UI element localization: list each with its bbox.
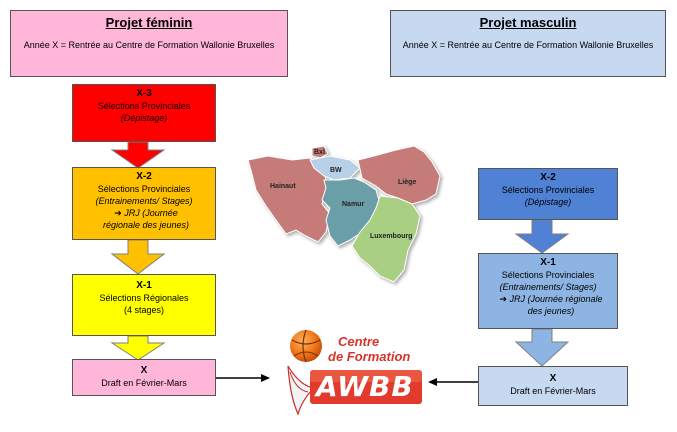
map-label-luxembourg: Luxembourg (370, 233, 412, 240)
step-line: Draft en Février-Mars (101, 378, 187, 388)
jrj-bullet: ➔ JRJ (Journée régionale des jeunes) (499, 294, 603, 316)
province-luxembourg (351, 195, 421, 283)
step-line-italic: (Dépistage) (524, 197, 572, 207)
logo-text-formation: de Formation (328, 349, 411, 364)
feminin-title: Projet féminin (105, 15, 193, 30)
masculin-step-x1: X-1 Sélections Provinciales (Entrainemen… (478, 253, 618, 329)
arrow-x3-to-x2 (110, 141, 166, 169)
province-hainaut (247, 155, 331, 243)
step-title: X (549, 373, 557, 384)
feminin-step-x3: X-3 Sélections Provinciales (Dépistage) (72, 84, 216, 142)
step-line: Sélections Régionales (99, 293, 189, 303)
map-label-bxl: Bxl (314, 149, 325, 156)
arrowhead-feminin (261, 374, 270, 382)
arrow-m-x1-to-x (514, 328, 570, 367)
masculin-intro: Année X = Rentrée au Centre de Formation… (402, 40, 654, 50)
masculin-title: Projet masculin (479, 15, 577, 30)
jrj-bullet: ➔ JRJ (Journée régionale des jeunes) (102, 208, 190, 230)
feminin-step-x: X Draft en Février-Mars (72, 359, 216, 396)
masculin-step-x: X Draft en Février-Mars (478, 366, 628, 406)
masculin-step-x2: X-2 Sélections Provinciales (Dépistage) (478, 168, 618, 220)
map-label-namur: Namur (342, 201, 364, 208)
step-title: X-3 (136, 88, 152, 99)
logo-text-awbb: AWBB (316, 370, 414, 403)
province-bw (309, 155, 361, 181)
step-line: Sélections Provinciales (501, 270, 595, 280)
map-label-liege: Liège (398, 179, 416, 186)
logo-text-centre: Centre (338, 334, 380, 349)
step-line: Sélections Provinciales (97, 184, 191, 194)
basketball-icon (287, 329, 422, 416)
step-title: X-2 (136, 171, 152, 182)
step-line: Sélections Provinciales (501, 185, 595, 195)
arrow-x1-to-x (110, 335, 166, 361)
province-liege (357, 145, 441, 205)
step-title: X-2 (540, 172, 556, 183)
arrow-m-x2-to-x1 (514, 219, 570, 254)
step-title: X (140, 365, 148, 376)
step-line-italic: (Entrainements/ Stages) (499, 282, 597, 292)
step-line: Draft en Février-Mars (510, 386, 596, 396)
step-line: (4 stages) (123, 305, 165, 315)
step-line: Sélections Provinciales (97, 101, 191, 111)
map-label-bw: BW (330, 167, 342, 174)
arrow-x2-to-x1 (110, 239, 166, 275)
map-label-hainaut: Hainaut (270, 183, 296, 190)
step-title: X-1 (540, 257, 556, 268)
feminin-step-x1: X-1 Sélections Régionales (4 stages) (72, 274, 216, 336)
province-bxl (311, 145, 329, 159)
step-line-italic: (Dépistage) (120, 113, 168, 123)
header-feminin: Projet féminin Année X = Rentrée au Cent… (10, 10, 288, 77)
step-line-italic: (Entrainements/ Stages) (95, 196, 193, 206)
feminin-intro: Année X = Rentrée au Centre de Formation… (23, 40, 275, 50)
header-masculin: Projet masculin Année X = Rentrée au Cen… (390, 10, 666, 77)
awbb-logo: Centre de Formation AWBB (280, 326, 430, 418)
arrowhead-masculin (428, 378, 437, 386)
step-title: X-1 (136, 280, 152, 291)
feminin-step-x2: X-2 Sélections Provinciales (Entrainemen… (72, 167, 216, 240)
